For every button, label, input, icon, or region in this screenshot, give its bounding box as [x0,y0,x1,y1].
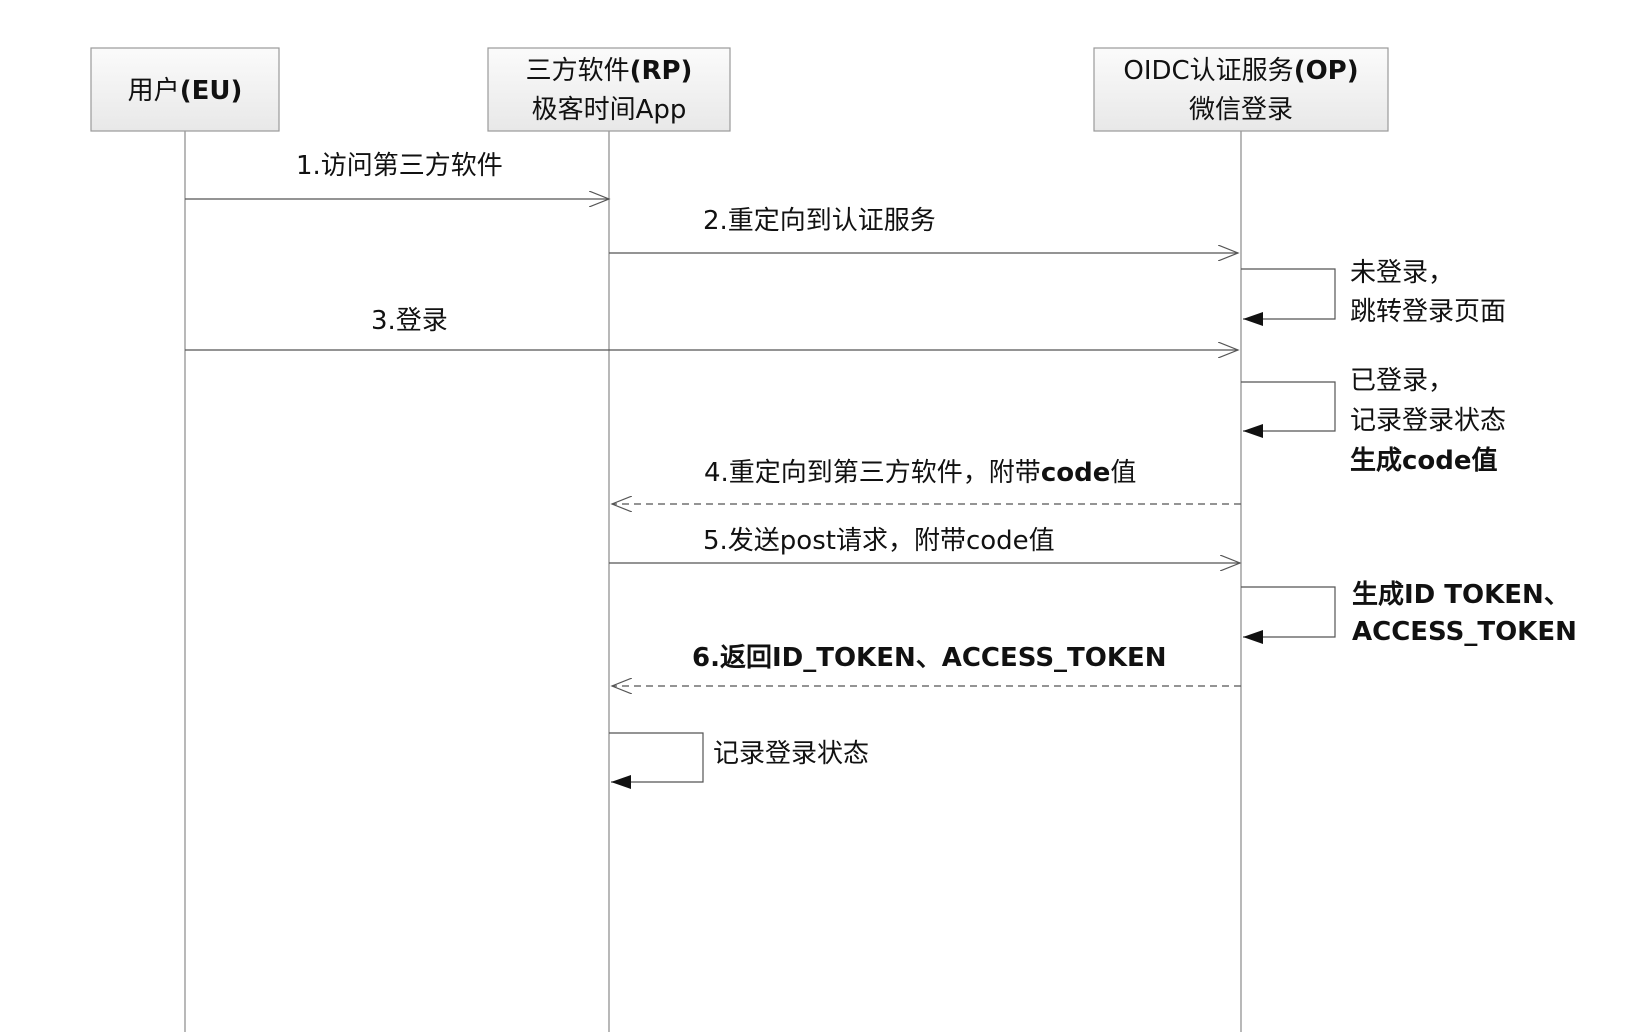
message-5: 5.发送post请求，附带code值 [609,526,1240,563]
actor-label-rp: 三方软件(RP) [526,56,693,86]
self-message-op-2: 已登录， 记录登录状态 生成code值 [1241,366,1506,476]
self-message-op-1-label-1: 未登录， [1350,258,1454,288]
self-message-op-2-label-2: 记录登录状态 [1350,406,1506,436]
message-3-label: 3.登录 [371,306,448,336]
actor-op: OIDC认证服务(OP) 微信登录 [1093,47,1389,132]
actor-label-op: OIDC认证服务(OP) [1123,56,1358,86]
message-4-label: 4.重定向到第三方软件，附带code值 [704,458,1136,488]
self-message-op-2-loop [1241,381,1336,438]
message-1: 1.访问第三方软件 [185,151,609,199]
self-message-op-1-loop [1241,268,1336,326]
self-message-op-3: 生成ID TOKEN、 ACCESS_TOKEN [1241,580,1577,647]
message-2-label: 2.重定向到认证服务 [703,206,936,236]
self-message-op-1: 未登录， 跳转登录页面 [1241,258,1506,327]
message-2: 2.重定向到认证服务 [609,206,1238,253]
self-message-op-3-loop [1241,586,1336,644]
self-message-op-2-label-3: 生成code值 [1350,446,1498,476]
message-3: 3.登录 [185,306,1238,350]
self-message-op-3-label-2: ACCESS_TOKEN [1352,617,1577,647]
message-4: 4.重定向到第三方软件，附带code值 [612,458,1241,504]
actor-rp: 三方软件(RP) 极客时间App [487,47,731,132]
self-message-op-2-label-1: 已登录， [1350,366,1454,396]
message-1-label: 1.访问第三方软件 [296,151,503,181]
self-message-op-1-label-2: 跳转登录页面 [1350,297,1506,327]
message-6-label: 6.返回ID_TOKEN、ACCESS_TOKEN [692,643,1167,673]
self-message-op-3-label-1: 生成ID TOKEN、 [1352,580,1570,610]
actor-box-eu [90,47,280,132]
self-message-rp-1-loop [609,732,704,789]
actor-eu: 用户(EU) [90,47,280,132]
actor-box-rp [487,47,731,132]
self-message-rp-1-label-1: 记录登录状态 [713,739,869,769]
message-6: 6.返回ID_TOKEN、ACCESS_TOKEN [612,643,1241,686]
lifelines [184,131,1242,1032]
message-5-label: 5.发送post请求，附带code值 [703,526,1055,556]
actor-box-op [1093,47,1389,132]
actor-sublabel-op: 微信登录 [1189,95,1293,125]
actor-label-eu: 用户(EU) [128,76,243,106]
actor-sublabel-rp: 极客时间App [532,95,687,125]
self-message-rp-1: 记录登录状态 [609,732,869,789]
